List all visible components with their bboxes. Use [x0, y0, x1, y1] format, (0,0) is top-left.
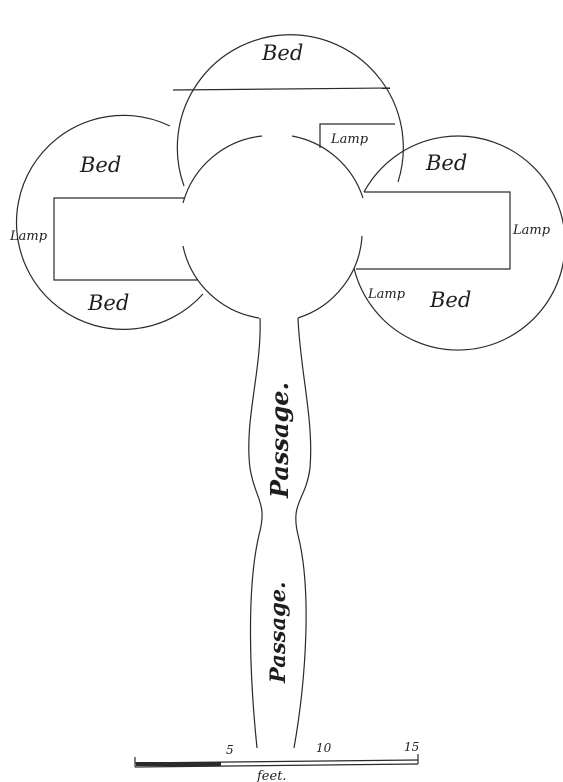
central-hall-wall-right	[291, 135, 364, 199]
scale-unit: feet.	[256, 769, 287, 782]
top-room	[172, 34, 404, 187]
label-lamp-right: Lamp	[512, 223, 551, 238]
label-passage-upper: Passage.	[265, 382, 294, 499]
label-bed-left-lower: Bed	[87, 291, 129, 315]
passage-right-wall	[293, 317, 312, 749]
central-hall-wall-right-lower	[297, 235, 363, 319]
top-room-outline	[176, 34, 404, 187]
scale-bar-line-lower	[134, 763, 419, 768]
central-hall	[182, 135, 364, 319]
scale-tick-5: 5	[226, 743, 234, 757]
label-bed-right-upper: Bed	[425, 151, 467, 175]
central-hall-wall-left	[182, 135, 263, 204]
label-lamp-left: Lamp	[9, 229, 48, 244]
label-lamp-lower-right: Lamp	[367, 287, 406, 302]
label-lamp-top: Lamp	[330, 132, 369, 147]
scale-bar: 5 10 15 feet.	[134, 740, 419, 782]
label-bed-left-upper: Bed	[79, 153, 121, 177]
central-hall-wall-left-lower	[182, 245, 260, 319]
label-bed-right-lower: Bed	[429, 288, 471, 312]
left-room-outline	[15, 114, 204, 330]
left-room-bed-box	[53, 197, 198, 281]
right-room	[353, 135, 563, 351]
left-room	[15, 114, 204, 330]
right-room-outline	[353, 135, 563, 351]
passage-left-wall	[248, 317, 263, 749]
label-passage-lower: Passage.	[265, 582, 290, 684]
top-room-lamp-box	[319, 123, 395, 148]
scale-tick-15: 15	[404, 740, 419, 754]
passage	[248, 317, 312, 749]
right-room-bed-box	[356, 191, 511, 270]
top-room-divider	[172, 87, 391, 91]
scale-bar-filled-segment	[136, 762, 221, 766]
scale-tick-10: 10	[316, 741, 332, 755]
label-bed-top: Bed	[261, 41, 303, 65]
